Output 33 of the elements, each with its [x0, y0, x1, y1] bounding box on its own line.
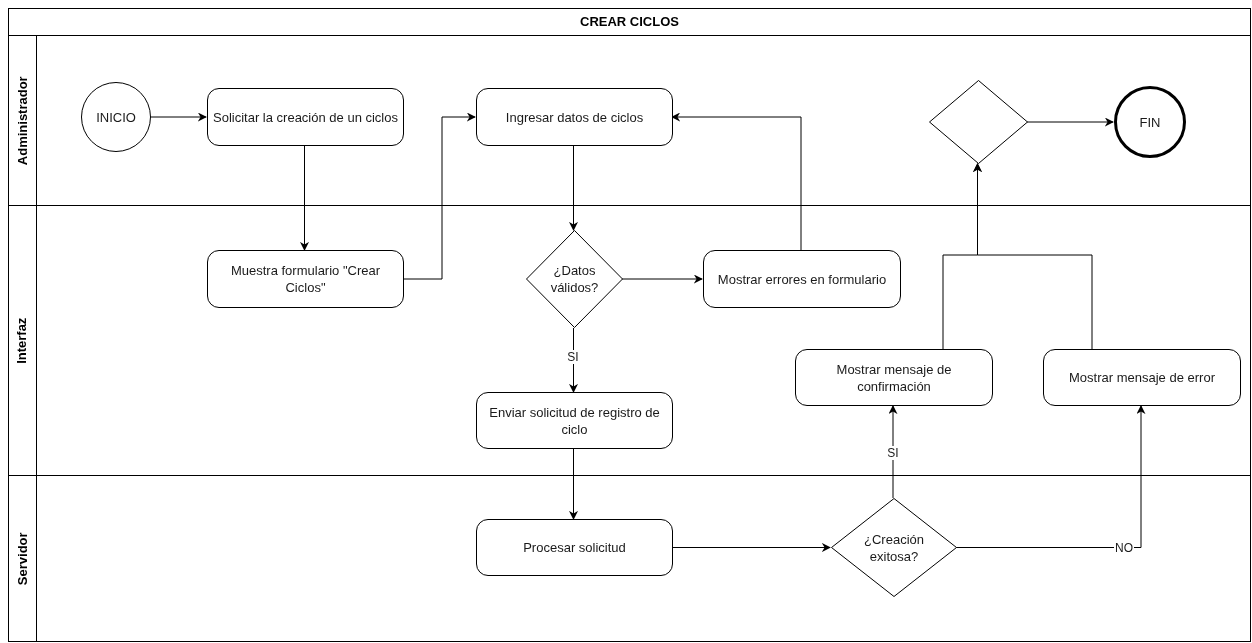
process-box: Muestra formulario "Crear Ciclos" [207, 250, 404, 308]
process-box: Solicitar la creación de un ciclos [207, 88, 404, 146]
arrow [402, 112, 476, 280]
arrow [888, 405, 898, 499]
decision-diamond: ¿Datos válidos? [526, 230, 623, 328]
swimlane [8, 36, 1251, 206]
process-box: Ingresar datos de ciclos [476, 88, 673, 146]
arrow [621, 274, 703, 284]
lane-label: Administrador [13, 76, 31, 165]
edge-label: SI [566, 350, 580, 364]
arrow [569, 448, 578, 520]
arrow [671, 543, 831, 552]
arrow [671, 112, 802, 251]
swimlane [8, 206, 1251, 476]
arrow [973, 163, 1093, 350]
arrow [1026, 117, 1114, 127]
decision-diamond [929, 80, 1028, 164]
swimlane [8, 476, 1251, 642]
arrow [955, 405, 1146, 548]
process-box: Enviar solicitud de registro de ciclo [476, 392, 673, 449]
arrow [149, 112, 207, 122]
lane-label: Interfaz [13, 317, 31, 364]
process-box: Mostrar mensaje de error [1043, 349, 1241, 406]
edge-label: NO [1114, 540, 1134, 555]
process-box: Mostrar mensaje de confirmación [795, 349, 993, 406]
arrow [569, 145, 578, 231]
decision-diamond: ¿Creación exitosa? [831, 498, 957, 597]
diagram-title: CREAR CICLOS [580, 13, 679, 32]
process-box: Mostrar errores en formulario [703, 250, 901, 308]
lane-label: Servidor [13, 532, 31, 585]
edge-label: SI [886, 446, 900, 460]
process-box: Procesar solicitud [476, 519, 673, 576]
arrow [300, 145, 309, 251]
